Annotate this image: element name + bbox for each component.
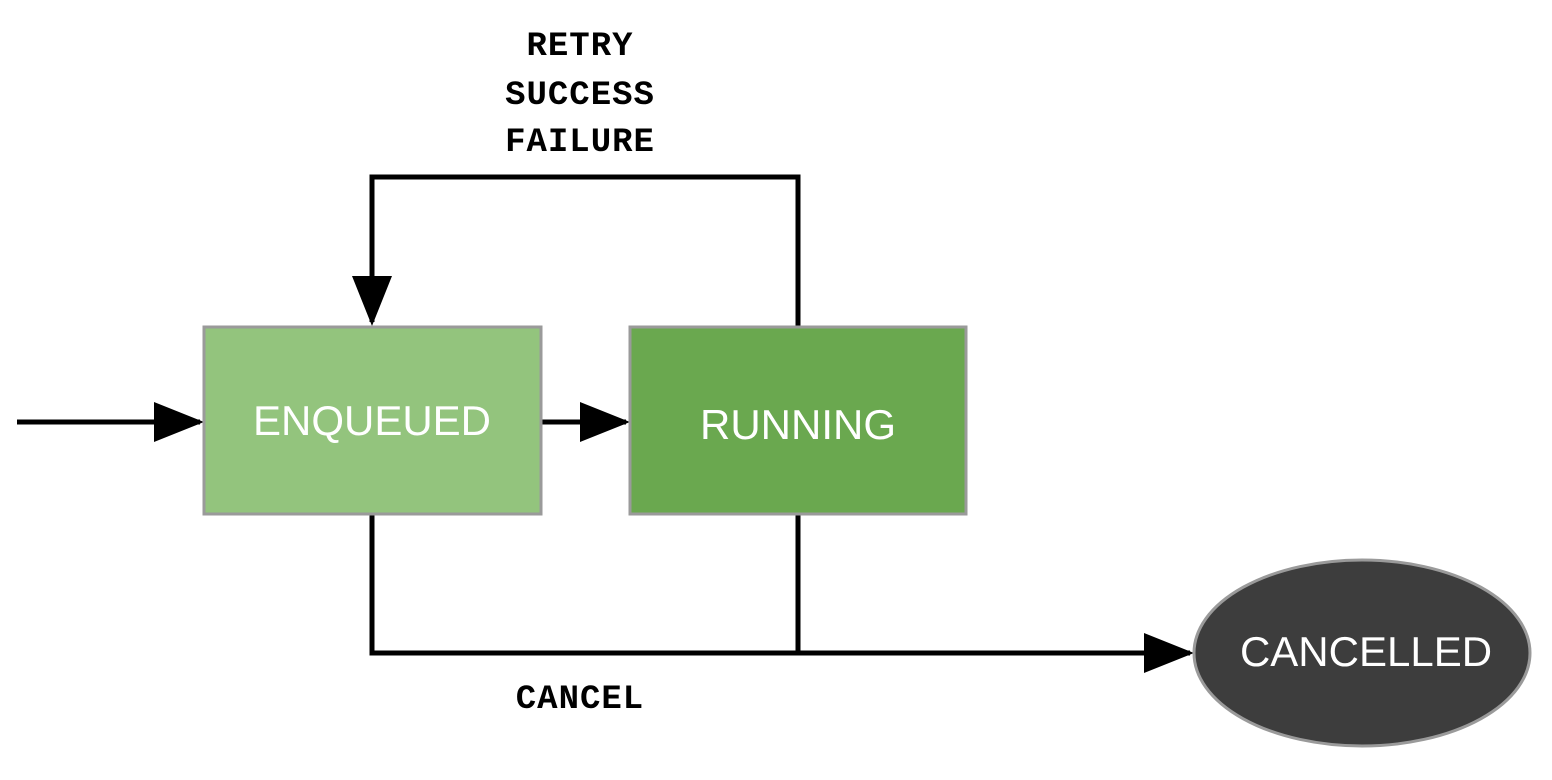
enqueued-label: ENQUEUED: [253, 397, 491, 444]
running-box[interactable]: [628, 325, 968, 516]
edge-label-failure: FAILURE: [505, 124, 655, 162]
edge-label-cancel: CANCEL: [516, 681, 644, 719]
enqueued-box[interactable]: [202, 325, 543, 516]
node-cancelled[interactable]: CANCELLED: [1192, 558, 1532, 748]
node-running[interactable]: RUNNING: [628, 325, 968, 516]
edge-enqueued-to-cancelled: [369, 514, 1195, 673]
edge-label-success: SUCCESS: [505, 77, 655, 115]
cancelled-label: CANCELLED: [1240, 628, 1492, 675]
edge-label-retry: RETRY: [526, 28, 633, 66]
running-label: RUNNING: [700, 401, 896, 448]
node-enqueued[interactable]: ENQUEUED: [202, 325, 543, 516]
cancelled-ellipse[interactable]: [1192, 558, 1532, 748]
edge-running-to-enqueued: [352, 174, 801, 327]
